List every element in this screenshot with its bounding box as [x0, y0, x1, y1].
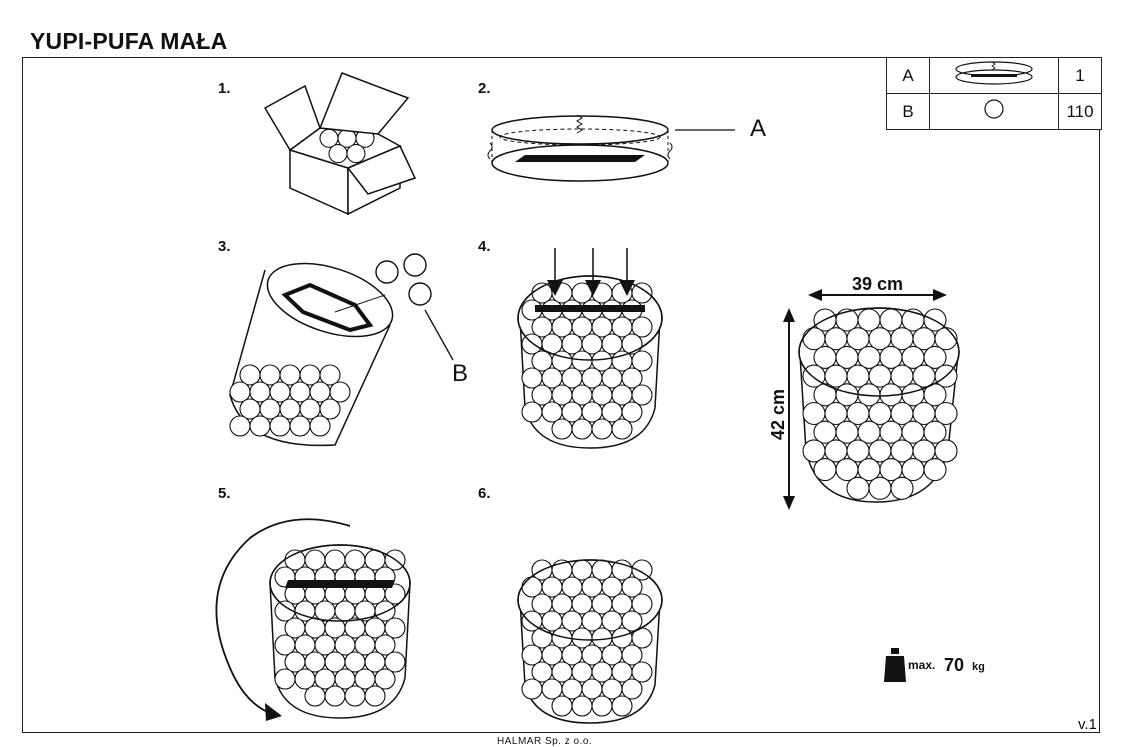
ball-icon	[929, 93, 1059, 130]
version-label: v.1	[1078, 716, 1097, 733]
step-number: 5.	[218, 485, 231, 502]
max-load-value: 70	[944, 655, 965, 675]
label-b: B	[452, 360, 469, 387]
width-dimension: 39 cm	[852, 274, 904, 294]
parts-row: A 1	[886, 57, 1102, 94]
pouf-dimension-icon	[783, 289, 960, 510]
step-number: 4.	[478, 238, 491, 255]
pouf-finished-icon	[517, 559, 663, 724]
pouf-tilted-icon	[229, 253, 454, 447]
step-number: 1.	[218, 80, 231, 97]
box-icon	[263, 72, 417, 216]
max-load-label: max.	[908, 658, 936, 672]
height-dimension: 42 cm	[768, 388, 788, 440]
page-title: YUPI-PUFA MAŁA	[30, 28, 228, 54]
lid-icon	[487, 114, 735, 182]
pouf-closing-icon	[517, 248, 663, 449]
part-label: B	[886, 93, 930, 130]
max-load-unit: kg	[972, 661, 985, 673]
part-quantity: 1	[1058, 57, 1102, 94]
step-number: 2.	[478, 80, 491, 97]
pouf-rotate-icon	[215, 518, 411, 721]
lid-icon	[929, 57, 1059, 94]
footer-text: HALMAR Sp. z o.o.	[497, 736, 593, 747]
weight-icon	[884, 648, 906, 682]
parts-row: B 110	[886, 93, 1102, 130]
step-number: 6.	[478, 485, 491, 502]
parts-table: A 1 B 110	[886, 57, 1102, 130]
part-quantity: 110	[1058, 93, 1102, 130]
instruction-frame	[22, 57, 1100, 733]
label-a: A	[750, 115, 767, 142]
step-number: 3.	[218, 238, 231, 255]
part-label: A	[886, 57, 930, 94]
